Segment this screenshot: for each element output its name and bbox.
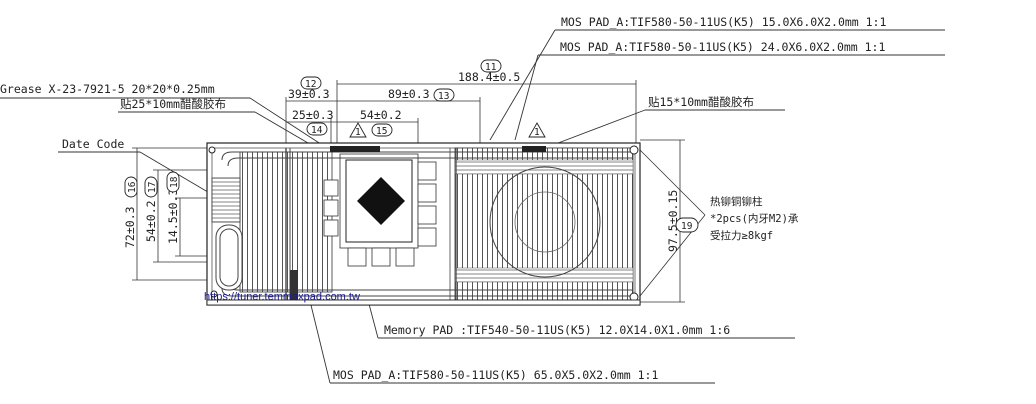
callout-mos-pad-24: MOS PAD_A:TIF580-50-11US(K5) 24.0X6.0X2.… bbox=[560, 40, 885, 54]
dim-89: 89±0.3 bbox=[388, 87, 430, 101]
warning-symbol-left: 1 bbox=[355, 127, 361, 138]
gpu-die bbox=[357, 177, 405, 225]
dim-54-top: 54±0.2 bbox=[360, 108, 402, 122]
dim-97-5: 97.5±0.15 bbox=[666, 190, 680, 252]
balloon-18: 18 bbox=[169, 176, 180, 188]
warning-marks bbox=[349, 122, 546, 138]
balloon-17: 17 bbox=[147, 182, 158, 193]
date-code-box bbox=[211, 177, 241, 223]
watermark-url: https://tuner.temmaxpad.com.tw bbox=[204, 291, 360, 303]
dim-14-5: 14.5±0.3 bbox=[166, 189, 180, 244]
heat-pipes bbox=[215, 148, 632, 300]
dim-54-side: 54±0.2 bbox=[144, 200, 158, 242]
balloon-11: 11 bbox=[485, 62, 497, 73]
balloon-14: 14 bbox=[311, 125, 323, 136]
callout-rivet-3: 受拉力≥8kgf bbox=[710, 229, 773, 242]
dim-39: 39±0.3 bbox=[288, 87, 330, 101]
callout-acetate-15: 贴15*10mm醋酸胶布 bbox=[648, 95, 754, 109]
callout-mos-pad-15: MOS PAD_A:TIF580-50-11US(K5) 15.0X6.0X2.… bbox=[561, 15, 886, 29]
mos-pad-right bbox=[522, 146, 546, 152]
callout-rivet-1: 热铆铜铆柱 bbox=[710, 195, 763, 208]
memory-pads bbox=[323, 161, 437, 267]
balloon-15: 15 bbox=[376, 126, 387, 137]
callout-acetate-25: 贴25*10mm醋酸胶布 bbox=[120, 97, 226, 111]
balloon-12: 12 bbox=[305, 79, 316, 90]
callout-grease: Grease X-23-7921-5 20*20*0.25mm bbox=[0, 82, 215, 96]
balloon-13: 13 bbox=[438, 91, 449, 102]
dim-25: 25±0.3 bbox=[292, 108, 334, 122]
balloon-16: 16 bbox=[127, 181, 138, 193]
mount-screws bbox=[208, 145, 639, 302]
balloon-shapes bbox=[124, 59, 699, 233]
dim-overall-length: 188.4±0.5 bbox=[458, 70, 520, 84]
warning-symbol-right: 1 bbox=[534, 127, 540, 138]
heatsink-assembly bbox=[206, 142, 641, 306]
callout-mos-pad-65: MOS PAD_A:TIF580-50-11US(K5) 65.0X5.0X2.… bbox=[333, 368, 658, 382]
callout-date-code: Date Code bbox=[62, 137, 124, 151]
balloon-19: 19 bbox=[681, 221, 693, 232]
callout-memory-pad: Memory PAD :TIF540-50-11US(K5) 12.0X14.0… bbox=[384, 323, 730, 337]
dim-72: 72±0.3 bbox=[123, 206, 137, 248]
callout-rivet-2: *2pcs(内牙M2)承 bbox=[710, 212, 799, 225]
mos-pad-top bbox=[330, 146, 380, 152]
mos-pad-bottom bbox=[290, 270, 298, 300]
